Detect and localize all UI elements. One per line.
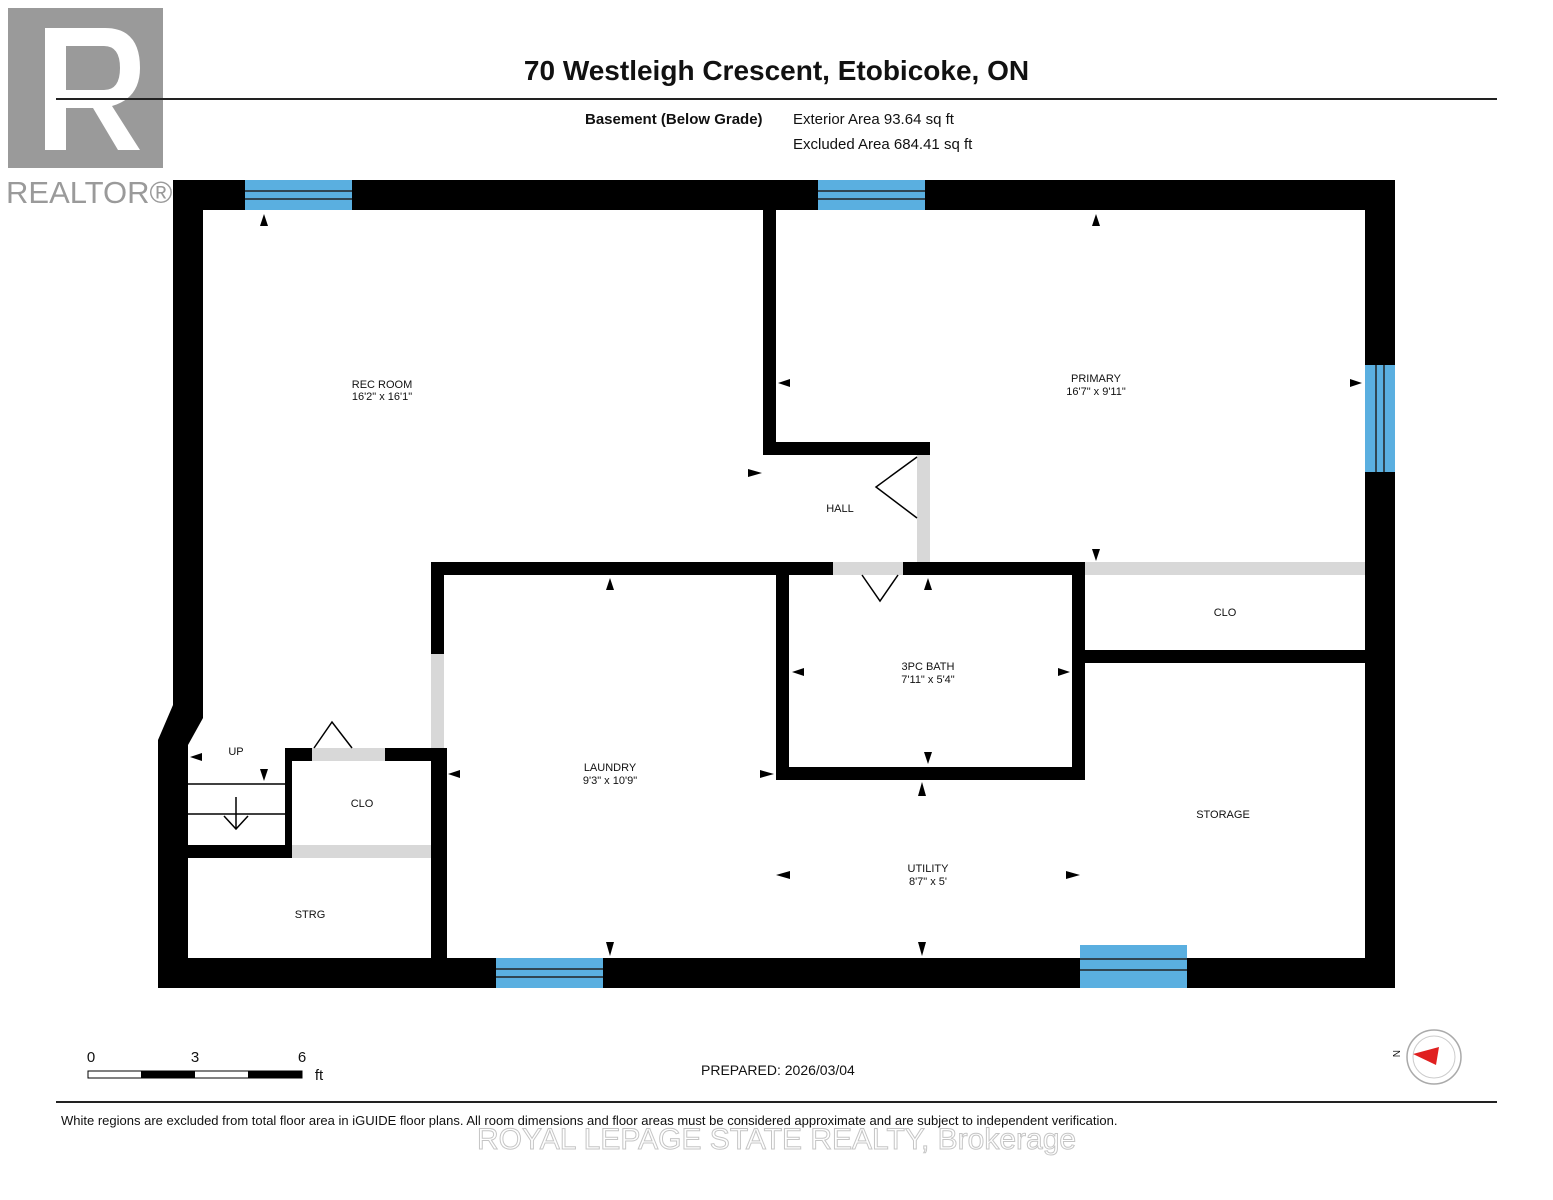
scale-tick-0: 0 (87, 1049, 95, 1066)
room-label-storage: STORAGE (1196, 809, 1250, 821)
windows (245, 180, 1395, 988)
room-dims-utility: 8'7" x 5' (909, 876, 947, 888)
exterior-area: Exterior Area 93.64 sq ft (793, 111, 954, 128)
door-openings (292, 455, 1365, 858)
brokerage-watermark: ROYAL LEPAGE STATE REALTY, Brokerage (476, 1123, 1077, 1157)
room-label-laundry: LAUNDRY (584, 762, 637, 774)
room-label-bath: 3PC BATH (902, 661, 955, 673)
dimension-arrows (190, 214, 1362, 956)
room-dims-bath: 7'11" x 5'4" (901, 674, 954, 686)
room-label-clo-left: CLO (351, 798, 374, 810)
scale-bar: 0 3 6 ft (87, 1049, 324, 1084)
stairs-label-up: UP (228, 746, 243, 758)
room-label-utility: UTILITY (908, 863, 950, 875)
excluded-area: Excluded Area 684.41 sq ft (793, 136, 973, 153)
realtor-logo: REALTOR® (6, 8, 173, 210)
room-label-primary: PRIMARY (1071, 373, 1122, 385)
room-dims-rec-room: 16'2" x 16'1" (352, 391, 412, 403)
walls (158, 180, 1395, 988)
compass-label: N (1390, 1050, 1401, 1057)
compass-icon: N (1390, 1029, 1462, 1085)
scale-unit: ft (315, 1067, 324, 1084)
header-divider (56, 98, 1497, 100)
realtor-logo-text: REALTOR® (6, 175, 173, 210)
room-label-strg: STRG (295, 909, 326, 921)
stairs (188, 783, 285, 831)
room-dims-laundry: 9'3" x 10'9" (583, 775, 637, 787)
room-label-clo-right: CLO (1214, 607, 1237, 619)
room-dims-primary: 16'7" x 9'11" (1066, 386, 1126, 398)
page-title: 70 Westleigh Crescent, Etobicoke, ON (523, 55, 1030, 86)
floor-label: Basement (Below Grade) (585, 111, 763, 128)
prepared-date: PREPARED: 2026/03/04 (701, 1062, 855, 1078)
door-swings (313, 456, 918, 749)
scale-tick-3: 3 (191, 1049, 199, 1066)
room-label-hall: HALL (826, 503, 854, 515)
scale-tick-6: 6 (298, 1049, 306, 1066)
room-labels: REC ROOM 16'2" x 16'1" PRIMARY 16'7" x 9… (228, 373, 1249, 921)
disclaimer: White regions are excluded from total fl… (61, 1113, 1118, 1128)
footer-divider (56, 1101, 1497, 1103)
room-label-rec-room: REC ROOM (352, 379, 413, 391)
